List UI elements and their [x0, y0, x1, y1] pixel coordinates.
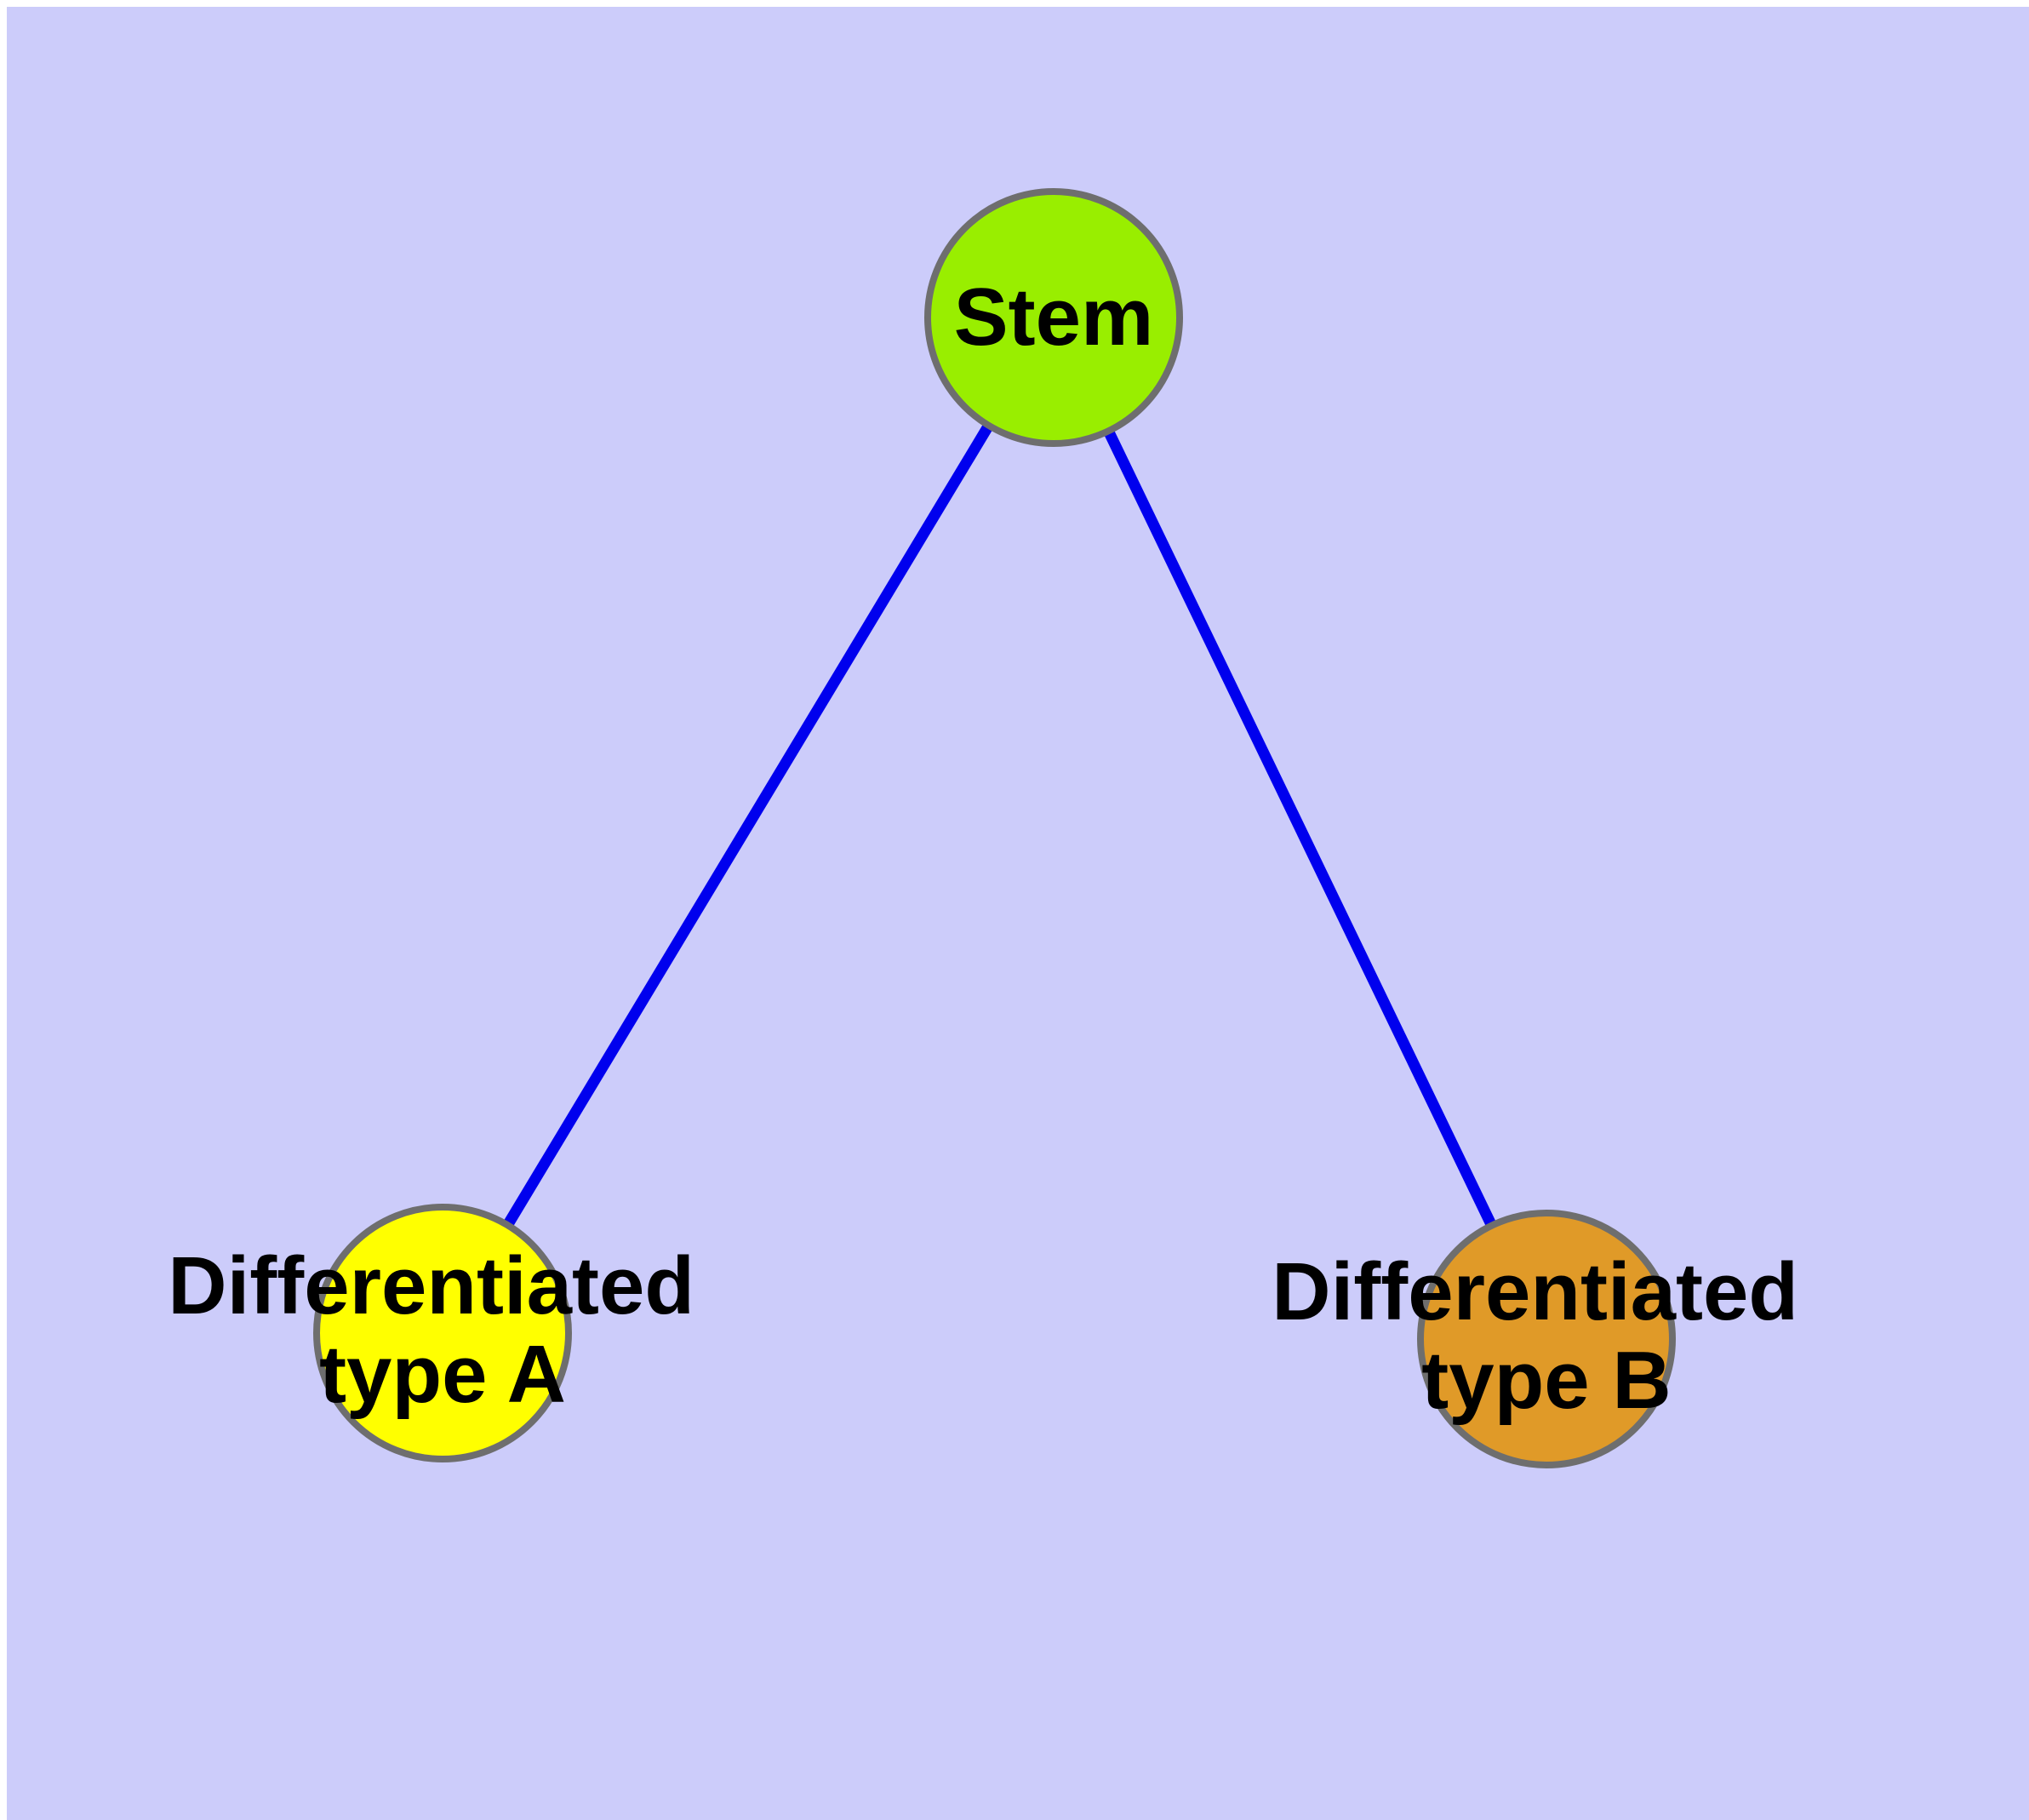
label-layer: Stem Differentiated type A Differentiate…	[168, 272, 1820, 1426]
node-diff-a-label-line2: type A	[319, 1329, 566, 1420]
node-diff-b-label-line1: Differentiated	[1272, 1246, 1798, 1337]
edge-layer	[503, 424, 1496, 1227]
node-diff-a-label: Differentiated type A	[168, 1240, 717, 1420]
node-stem-circle[interactable]	[924, 188, 1183, 447]
node-diff-a-circle[interactable]	[313, 1204, 572, 1462]
node-layer	[313, 188, 1676, 1468]
edge-stem-to-type-a[interactable]	[503, 424, 993, 1227]
node-diff-a-label-line1: Differentiated	[168, 1240, 694, 1331]
node-stem-label-line1: Stem	[954, 272, 1154, 363]
node-stem-label: Stem	[954, 272, 1154, 363]
node-diff-b[interactable]	[1417, 1210, 1676, 1468]
node-diff-b-label-line2: type B	[1421, 1335, 1671, 1426]
node-diff-b-circle[interactable]	[1417, 1210, 1676, 1468]
node-diff-b-label: Differentiated type B	[1272, 1246, 1820, 1426]
node-stem[interactable]	[924, 188, 1183, 447]
edge-stem-to-type-b[interactable]	[1104, 430, 1496, 1227]
node-diff-a[interactable]	[313, 1204, 572, 1462]
